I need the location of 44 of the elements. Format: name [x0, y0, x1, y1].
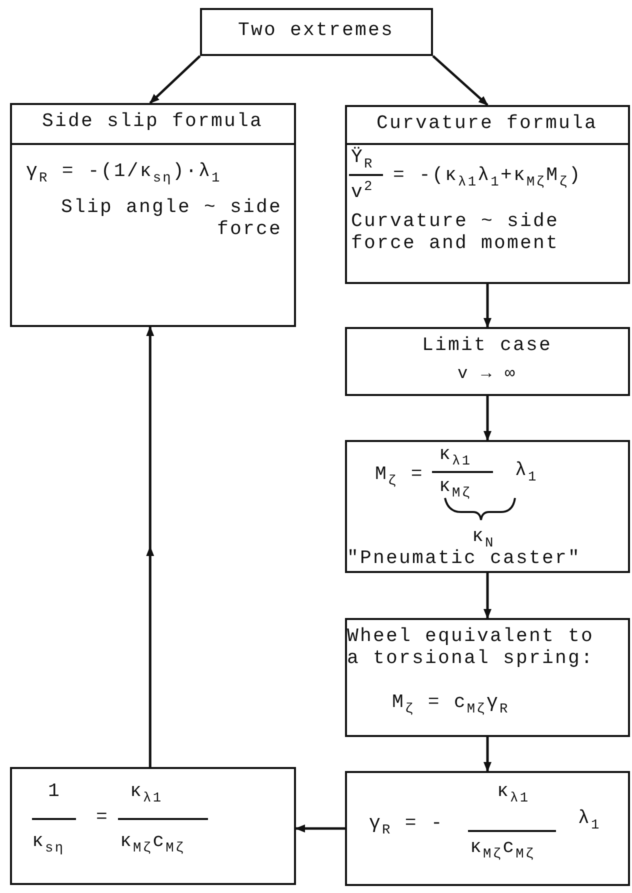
formula-text: "Pneumatic caster" — [347, 548, 582, 570]
formula-text: Slip angle ~ side force — [60, 197, 282, 241]
formula-text: κ$_{Mζ}$c$_{Mζ}$ — [470, 837, 536, 859]
process-box — [10, 767, 296, 885]
formula-text: Limit case — [420, 335, 554, 357]
arrow — [146, 327, 154, 767]
formula-text: = -(κ$_{λ1}$λ$_{1}$+κ$_{Mζ}$M$_{ζ}$) — [393, 165, 582, 187]
formula-text: M$_{ζ}$ = c$_{Mζ}$γ$_{R}$ — [392, 692, 510, 714]
arrow — [484, 573, 492, 619]
formula-text: Curvature ~ side force and moment — [351, 211, 560, 255]
formula-text: γ$_{R}$ = -(1/κ$_{sη}$)·λ$_{1}$ — [26, 161, 222, 183]
formula-text: γ$_{R}$ = - — [369, 813, 444, 835]
formula-text: λ$_{1}$ — [515, 460, 538, 482]
box-heading: Curvature formula — [375, 113, 599, 135]
formula-text: κ$_{N}$ — [472, 526, 495, 548]
arrow — [484, 737, 492, 772]
arrow — [484, 396, 492, 441]
process-box — [345, 618, 630, 737]
formula-text: = — [96, 807, 110, 829]
formula-text: κ$_{λ1}$ — [439, 444, 472, 466]
formula-text: 1 — [48, 781, 62, 803]
arrow — [432, 55, 488, 106]
process-box — [345, 327, 630, 396]
formula-text: κ$_{sη}$ — [32, 831, 65, 853]
process-box — [10, 103, 296, 327]
formula-text: Ÿ$_{R}$ — [351, 147, 374, 169]
formula-text: κ$_{λ1}$ — [497, 781, 530, 803]
formula-text: λ$_{1}$ — [578, 808, 601, 830]
process-box — [345, 771, 630, 886]
formula-text: Wheel equivalent to a torsional spring: — [347, 626, 596, 670]
formula-text: κ$_{Mζ}$c$_{Mζ}$ — [120, 831, 186, 853]
formula-text: v → ∞ — [456, 365, 518, 385]
arrow — [484, 284, 492, 328]
formula-text: M$_{ζ}$ = — [375, 464, 424, 486]
arrow — [149, 55, 201, 104]
formula-text: Two extremes — [236, 20, 396, 42]
process-box — [345, 105, 630, 284]
arrow — [295, 824, 345, 832]
process-box — [200, 8, 433, 56]
formula-text: κ$_{Mζ}$ — [439, 476, 472, 498]
formula-text: v$^{2}$ — [351, 182, 374, 204]
process-box — [345, 440, 630, 573]
formula-text: κ$_{λ1}$ — [130, 781, 163, 803]
box-heading: Side slip formula — [40, 111, 264, 133]
